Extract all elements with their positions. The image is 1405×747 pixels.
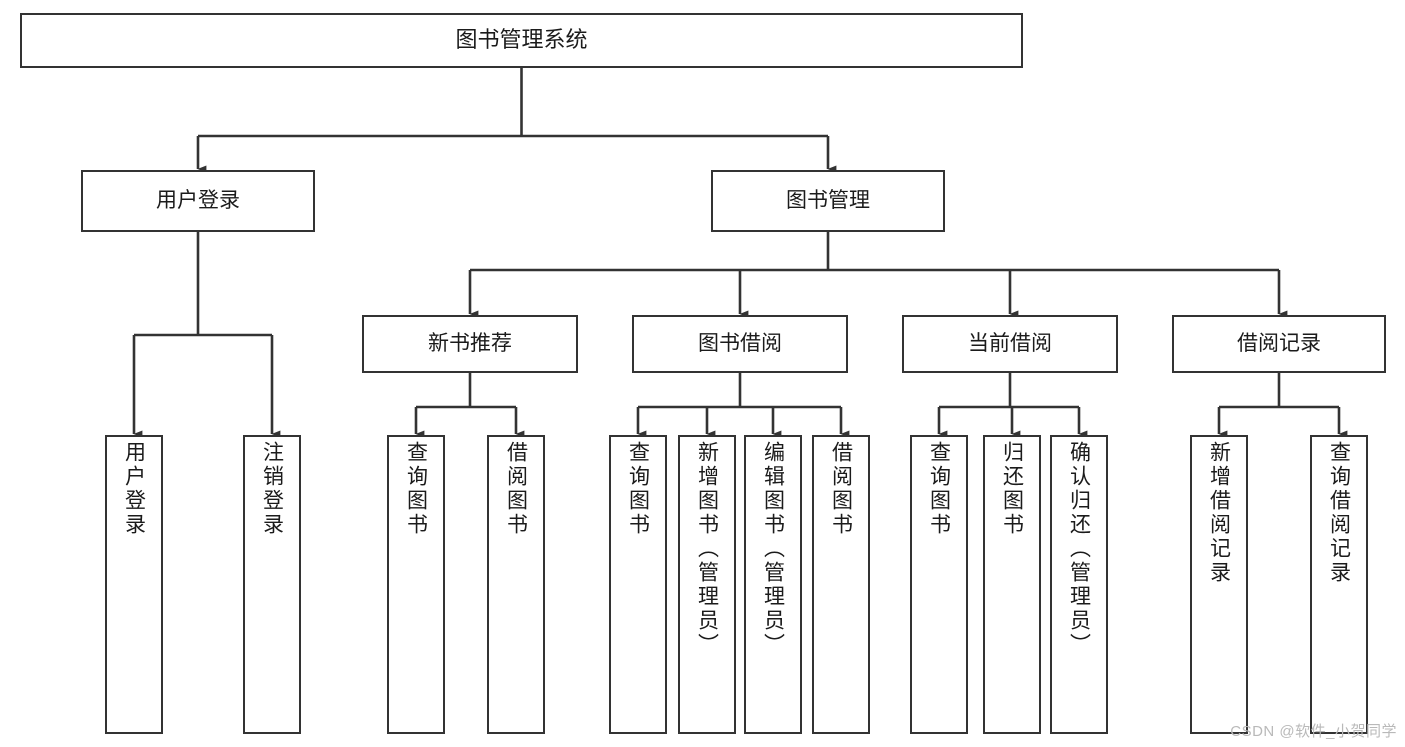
node-leaf-query-book-1[interactable]: 查询图书 — [387, 435, 445, 734]
node-leaf-borrow-book-2[interactable]: 借阅图书 — [812, 435, 870, 734]
node-label: 查询图书 — [404, 441, 428, 537]
node-leaf-add-record[interactable]: 新增借阅记录 — [1190, 435, 1248, 734]
node-leaf-borrow-book-1[interactable]: 借阅图书 — [487, 435, 545, 734]
node-label: 借阅记录 — [1237, 332, 1321, 356]
watermark: CSDN @软件_小贺同学 — [1230, 723, 1397, 740]
connector-lines — [132, 68, 1348, 438]
node-leaf-logout-login[interactable]: 注销登录 — [243, 435, 301, 734]
node-label: 新增图书（管理员） — [695, 441, 719, 657]
node-label: 借阅图书 — [504, 441, 528, 537]
node-label: 借阅图书 — [829, 441, 853, 537]
node-leaf-query-book-2[interactable]: 查询图书 — [609, 435, 667, 734]
node-new-book-rec[interactable]: 新书推荐 — [362, 315, 578, 373]
node-label: 当前借阅 — [968, 332, 1052, 356]
node-leaf-confirm-return[interactable]: 确认归还（管理员） — [1050, 435, 1108, 734]
node-label: 确认归还（管理员） — [1067, 441, 1091, 657]
node-leaf-user-login[interactable]: 用户登录 — [105, 435, 163, 734]
node-leaf-add-book[interactable]: 新增图书（管理员） — [678, 435, 736, 734]
node-book-manage[interactable]: 图书管理 — [711, 170, 945, 232]
node-label: 用户登录 — [122, 441, 146, 537]
node-label: 新增借阅记录 — [1207, 441, 1231, 585]
node-leaf-query-book-3[interactable]: 查询图书 — [910, 435, 968, 734]
node-label: 新书推荐 — [428, 332, 512, 356]
node-label: 查询图书 — [927, 441, 951, 537]
node-label: 图书管理系统 — [455, 27, 588, 53]
node-label: 归还图书 — [1000, 441, 1024, 537]
node-label: 查询借阅记录 — [1327, 441, 1351, 585]
node-label: 用户登录 — [156, 189, 240, 213]
node-label: 图书管理 — [786, 189, 870, 213]
node-label: 注销登录 — [260, 441, 284, 537]
node-label: 编辑图书（管理员） — [761, 441, 785, 657]
node-user-login[interactable]: 用户登录 — [81, 170, 315, 232]
node-root[interactable]: 图书管理系统 — [20, 13, 1023, 68]
node-leaf-return-book[interactable]: 归还图书 — [983, 435, 1041, 734]
node-borrow-record[interactable]: 借阅记录 — [1172, 315, 1386, 373]
node-leaf-query-record[interactable]: 查询借阅记录 — [1310, 435, 1368, 734]
node-label: 查询图书 — [626, 441, 650, 537]
node-label: 图书借阅 — [698, 332, 782, 356]
node-current-borrow[interactable]: 当前借阅 — [902, 315, 1118, 373]
node-leaf-edit-book[interactable]: 编辑图书（管理员） — [744, 435, 802, 734]
node-book-borrow[interactable]: 图书借阅 — [632, 315, 848, 373]
